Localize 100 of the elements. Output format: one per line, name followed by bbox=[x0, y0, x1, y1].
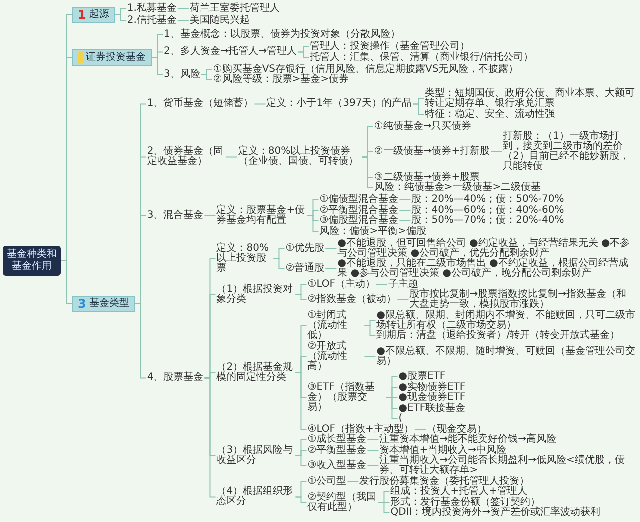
connector-line bbox=[226, 156, 238, 158]
subtopic-text: （现金交易） bbox=[426, 424, 488, 434]
subtopic-text: ( bbox=[398, 414, 404, 424]
subtopic-text: （3）根据风险与收益区分 bbox=[216, 446, 296, 466]
connector-line bbox=[177, 8, 190, 10]
subtopic-text: 到期后：清盘（退给投资者）/转开（转变开放式基金） bbox=[376, 331, 622, 341]
subtopic-text: 股市按比复制→股票指数按比复制→指数基金（和大盘走势一致，模拟股市涨跌） bbox=[408, 290, 637, 310]
subtopic-text: 定义：80%以上投资债券（企业债、国债、可转债） bbox=[237, 147, 362, 168]
subtopic-text: 注重当期收入→公司能否长期盈利→低风险<绩优股，债券、可转让大额存单> bbox=[378, 456, 637, 476]
connector-line bbox=[362, 156, 374, 188]
subtopic-text: ①优先股 bbox=[284, 244, 326, 254]
connector-line bbox=[378, 502, 390, 514]
connector-line bbox=[347, 481, 360, 482]
subtopic-text: 形式：发行基金份额（签订契约） bbox=[390, 498, 542, 508]
connector-line bbox=[298, 52, 310, 58]
connector-line bbox=[204, 215, 216, 216]
subtopic-text: 风险：纯债基金>一级债基>二级债基 bbox=[373, 183, 542, 193]
subtopic-text: 管理人：投资操作（基金管理公司） bbox=[309, 42, 472, 52]
subtopic-text: ●股票ETF bbox=[398, 372, 447, 382]
subtopic-text: ③ETF（指数基金）（股票交易） bbox=[306, 383, 387, 413]
subtopic-text: ②风险等级：股票>基金>债券 bbox=[212, 75, 350, 85]
connector-line bbox=[367, 450, 380, 451]
branch-box bbox=[72, 7, 116, 23]
subtopic-text: ●实物债券ETF bbox=[398, 382, 467, 392]
subtopic-text: 风险：偏债>平衡>偏股 bbox=[318, 226, 428, 236]
subtopic-text: 3、风险 bbox=[163, 70, 202, 80]
subtopic-text: 特征：稳定、安全、流动性强 bbox=[424, 110, 556, 120]
subtopic-text: （1）根据投资对象分类 bbox=[216, 284, 296, 305]
subtopic-text: 1、货币基金（短储蓄） bbox=[146, 99, 255, 110]
subtopic-text: 定义：80%以上投资股票 bbox=[216, 244, 274, 274]
subtopic-text: 2、多人资金→托管人→管理人 bbox=[163, 47, 298, 58]
subtopic-text: ④LOF（指数+主动型） bbox=[306, 424, 415, 434]
subtopic-text: ①公司型 bbox=[306, 476, 348, 486]
subtopic-text: ●现金债券ETF bbox=[398, 393, 467, 403]
subtopic-text: 4、股票基金 bbox=[146, 373, 205, 384]
connector-line bbox=[204, 378, 216, 498]
subtopic-text: ②平衡型基金 bbox=[306, 446, 368, 456]
subtopic-text: 股：20%—40%；债：50%-70% bbox=[410, 195, 566, 205]
subtopic-text: ②普通股 bbox=[284, 264, 326, 274]
subtopic-text: 股：50%—70%；债：20%-40% bbox=[410, 216, 566, 226]
subtopic-text: ①成长型基金 bbox=[306, 435, 368, 445]
subtopic-text: ●限总额、限期、封闭期内不增资、不能赎回，只可二级市场转让所有权（二级市场交易） bbox=[376, 310, 637, 330]
branch-box bbox=[72, 49, 152, 66]
connector-line bbox=[307, 215, 320, 232]
topic-label: 起源 bbox=[89, 10, 110, 20]
number-marker: 1 bbox=[78, 10, 86, 20]
connector-line bbox=[325, 268, 338, 270]
connector-line bbox=[295, 294, 308, 300]
subtopic-text: 荷兰王室委托管理人 bbox=[188, 4, 281, 14]
connector-line bbox=[399, 220, 412, 222]
subtopic-text: 子主题 bbox=[388, 280, 420, 290]
subtopic-text: ③偏股型混合基金 bbox=[318, 216, 400, 226]
subtopic-text: QDII：境内投资海外→资产差价或汇率波动获利 bbox=[390, 508, 602, 518]
subtopic-text: 打新股：（1）一级市场打到，接卖到二级市场的差价（2）目前已经不能炒新股，只能转债 bbox=[502, 132, 637, 172]
subtopic-text: ③二级债基→债券+股票 bbox=[373, 172, 482, 182]
subtopic-text: ●ETF联接基金 bbox=[398, 404, 467, 414]
subtopic-text: ●不能退股，但可回售给公司 ●约定收益，与经营结果无关 ●不参与公司管理决策 ●公司破产，优先分配剩余财产 bbox=[336, 238, 637, 258]
subtopic-text: ②契约型（我国仅有此型） bbox=[306, 492, 379, 512]
connector-line bbox=[295, 496, 308, 503]
connector-line bbox=[412, 104, 425, 115]
subtopic-text: （4）根据组织形态区分 bbox=[216, 487, 296, 508]
subtopic-text: ②平衡型混合基金 bbox=[318, 206, 400, 216]
subtopic-text: 托管人：汇集、保管、清算（商业银行/信托公司） bbox=[309, 52, 534, 62]
subtopic-text: 1.私募基金 bbox=[126, 4, 178, 14]
connector-line bbox=[200, 74, 213, 80]
subtopic-text: ②一级债基→债券+打新股 bbox=[373, 147, 492, 157]
subtopic-text: 组成：投资人+托管人+管理人 bbox=[390, 487, 528, 497]
connector-line bbox=[364, 325, 376, 336]
subtopic-text: 注重资本增值→能不能卖好价钱→高风险 bbox=[378, 435, 558, 445]
branch-box bbox=[72, 296, 136, 312]
subtopic-text: 发行股份募集资金（委托管理人投资） bbox=[358, 476, 531, 486]
subtopic-text: （2）根据基金规模的固定性分类 bbox=[216, 362, 296, 382]
subtopic-text: 类型：短期国债、政府公债、商业本票、大额可转让定期存单、银行承兑汇票 bbox=[424, 89, 637, 109]
connector-line bbox=[376, 284, 388, 285]
topic-label: 证券投资基金 bbox=[86, 52, 146, 62]
subtopic-text: ①购买基金VS存银行（信用风险、信息定期披露VS无风险，不披露） bbox=[212, 64, 520, 74]
subtopic-text: ①封闭式（流动性低） bbox=[306, 310, 365, 341]
central-topic: 基金种类和基金作用 bbox=[3, 246, 61, 276]
subtopic-text: 美国随民兴起 bbox=[188, 16, 251, 26]
subtopic-text: ●不限总额、不限期、随时增资、可赎回（基金管理公司交易） bbox=[376, 346, 637, 366]
subtopic-text: 定义：股票基金+债券基金均有配置 bbox=[216, 206, 308, 226]
subtopic-text: ①LOF（主动） bbox=[306, 280, 377, 290]
subtopic-text: ③收入型基金 bbox=[306, 461, 368, 471]
connector-line bbox=[414, 429, 426, 430]
connector-line bbox=[177, 20, 190, 22]
connector-line bbox=[254, 104, 266, 105]
connector-line bbox=[114, 14, 127, 22]
connector-line bbox=[399, 210, 412, 211]
subtopic-text: 定义：小于1年（397天）的产品 bbox=[266, 99, 414, 110]
subtopic-text: 资本增值+当期收入→中风险 bbox=[378, 446, 508, 456]
topic-label: 基金类型 bbox=[89, 298, 130, 308]
subtopic-text: 2、债券基金（固定收益基金） bbox=[146, 147, 226, 168]
subtopic-text: 股：40%—60%；债：40%-60% bbox=[410, 206, 566, 216]
subtopic-text: 1、基金概念：以股票、债券为投资对象（分散风险） bbox=[163, 30, 402, 40]
connector-line bbox=[325, 248, 338, 249]
subtopic-text: ②指数基金（被动） bbox=[306, 295, 398, 305]
subtopic-text: 2.信托基金 bbox=[126, 16, 178, 26]
connector-line bbox=[364, 356, 376, 357]
subtopic-text: ①纯债基金→只买债券 bbox=[373, 122, 473, 132]
subtopic-text: ①偏债型混合基金 bbox=[318, 195, 400, 205]
